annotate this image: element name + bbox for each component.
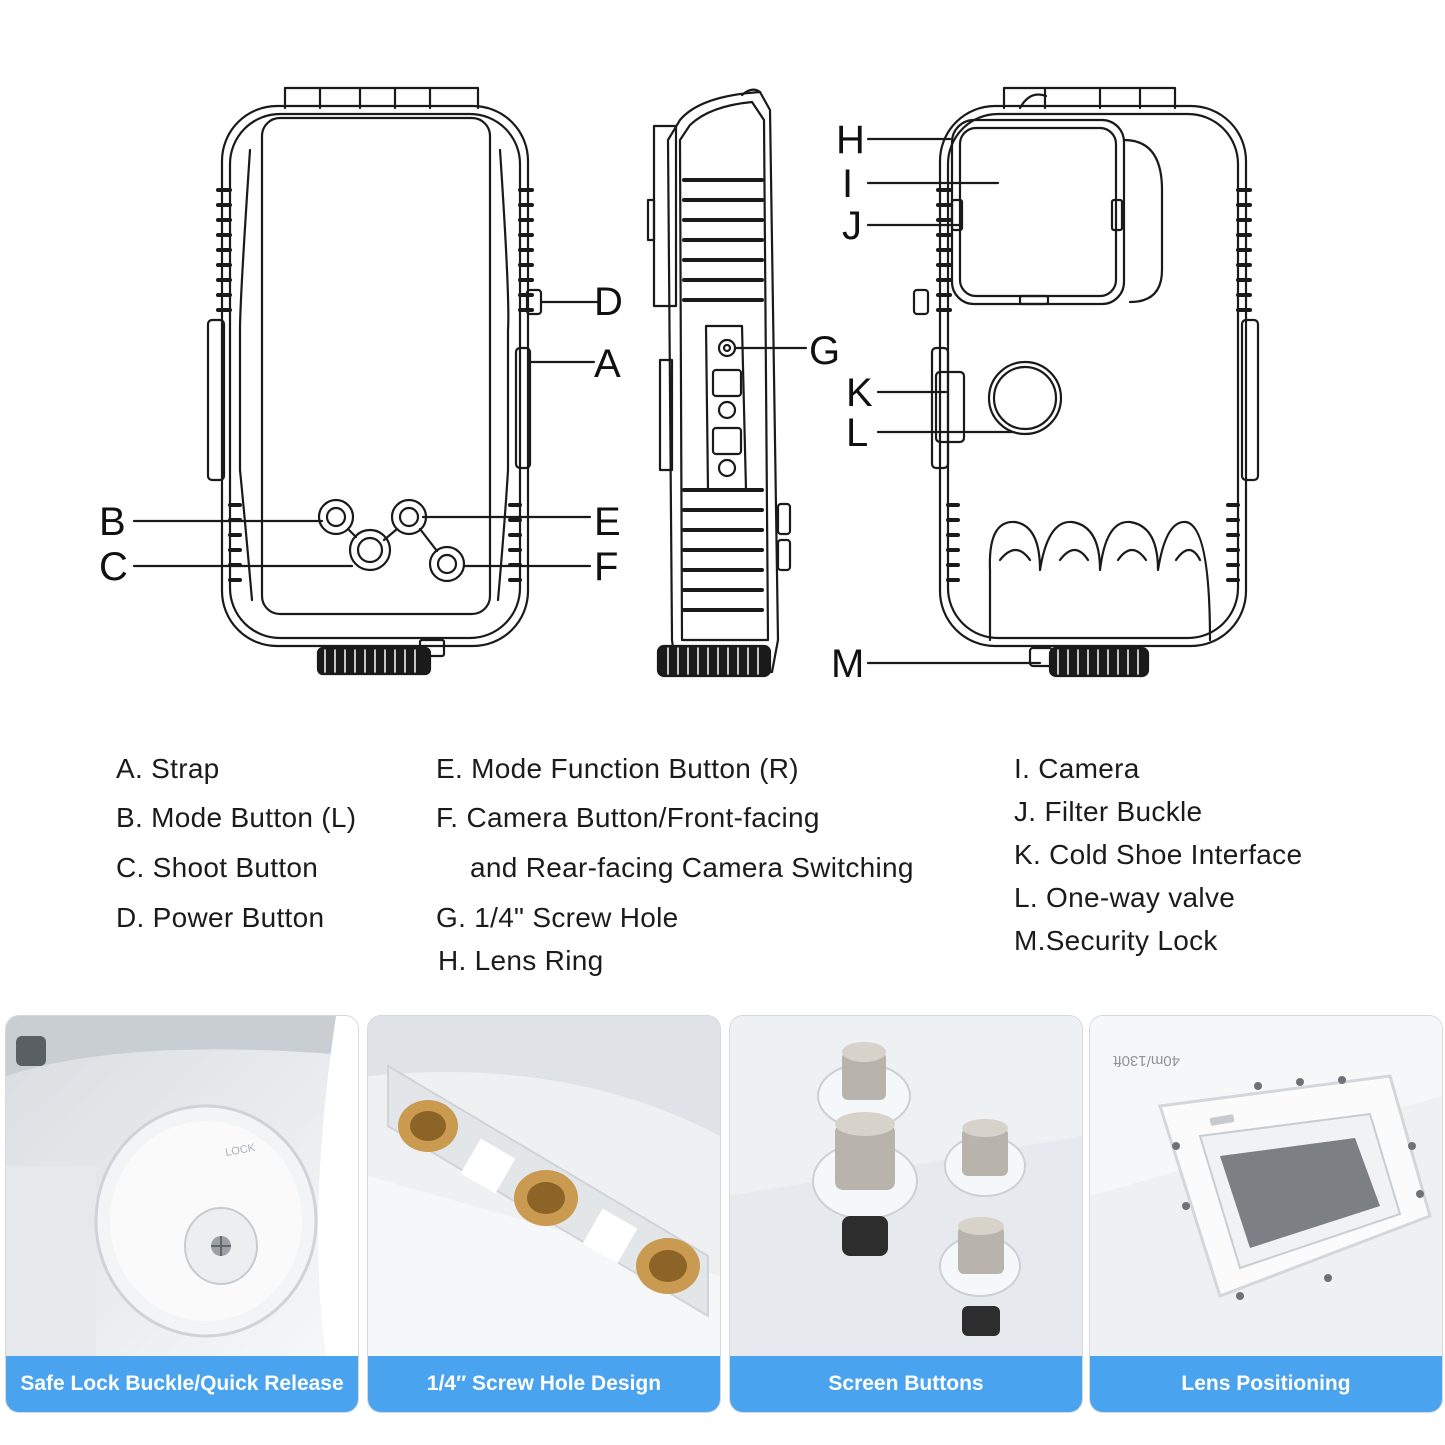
case-line-drawing [132,86,1260,678]
front-view [132,86,600,676]
caption-screw-holes: 1/4″ Screw Hole Design [368,1356,720,1412]
photo-card-screen-buttons: Screen Buttons [729,1015,1083,1413]
callout-i: I [842,162,854,206]
callout-d: D [594,280,623,324]
legend-f-cont: and Rear-facing Camera Switching [470,852,914,883]
legend-g: G. 1/4" Screw Hole [436,902,679,933]
lock-knob-photo: LOCK [6,1016,358,1356]
side-view [646,88,808,678]
brass-insert-3 [636,1238,700,1294]
legend-c: C. Shoot Button [116,852,319,883]
caption-screen-buttons: Screen Buttons [730,1356,1082,1412]
back-view [866,86,1260,678]
depth-rating-text: 40m/130ft [1112,1052,1180,1069]
screen-buttons-photo [730,1016,1082,1356]
legend-h: H. Lens Ring [438,945,604,976]
photo-card-screw-holes: 1/4″ Screw Hole Design [367,1015,721,1413]
legend-l: L. One-way valve [1014,882,1236,913]
callout-l: L [846,411,869,455]
legend-m: M.Security Lock [1014,925,1218,956]
callout-f: F [594,545,619,589]
caption-lens-positioning: Lens Positioning [1090,1356,1442,1412]
button-plunger-4 [939,1217,1021,1336]
feature-photos: LOCK Safe Lock Buckle/Quick Release [0,1015,1445,1415]
photo-card-lens-positioning: 40m/130ft Lens Positioning [1089,1015,1443,1413]
photo-card-lock-buckle: LOCK Safe Lock Buckle/Quick Release [5,1015,359,1413]
legend-k: K. Cold Shoe Interface [1014,839,1303,870]
legend-f: F. Camera Button/Front-facing [436,802,820,833]
callout-j: J [842,204,862,248]
case-diagram: B C D A E F G H I J K L M [0,0,1445,720]
callout-k: K [846,371,873,415]
brass-insert-2 [514,1170,578,1226]
knob-lock-text: LOCK [224,1142,256,1159]
callout-h: H [836,118,865,162]
callout-m: M [831,642,865,686]
callout-c: C [99,545,128,589]
caption-lock-buckle: Safe Lock Buckle/Quick Release [6,1356,358,1412]
lens-frame-photo: 40m/130ft [1090,1016,1442,1356]
legend-a: A. Strap [116,753,220,784]
legend-j: J. Filter Buckle [1014,796,1203,827]
legend-d: D. Power Button [116,902,325,933]
button-plunger-3 [944,1119,1026,1197]
legend-b: B. Mode Button (L) [116,802,357,833]
brass-insert-1 [398,1100,458,1152]
screw-holes-photo [368,1016,720,1356]
callout-b: B [99,500,126,544]
callout-e: E [594,500,621,544]
callout-a: A [594,342,621,386]
button-plunger-2 [812,1112,918,1256]
legend-e: E. Mode Function Button (R) [436,753,799,784]
parts-legend: A. Strap B. Mode Button (L) C. Shoot But… [0,745,1445,995]
button-plunger-1 [817,1042,911,1129]
legend-i: I. Camera [1014,753,1140,784]
callout-g: G [809,329,841,373]
